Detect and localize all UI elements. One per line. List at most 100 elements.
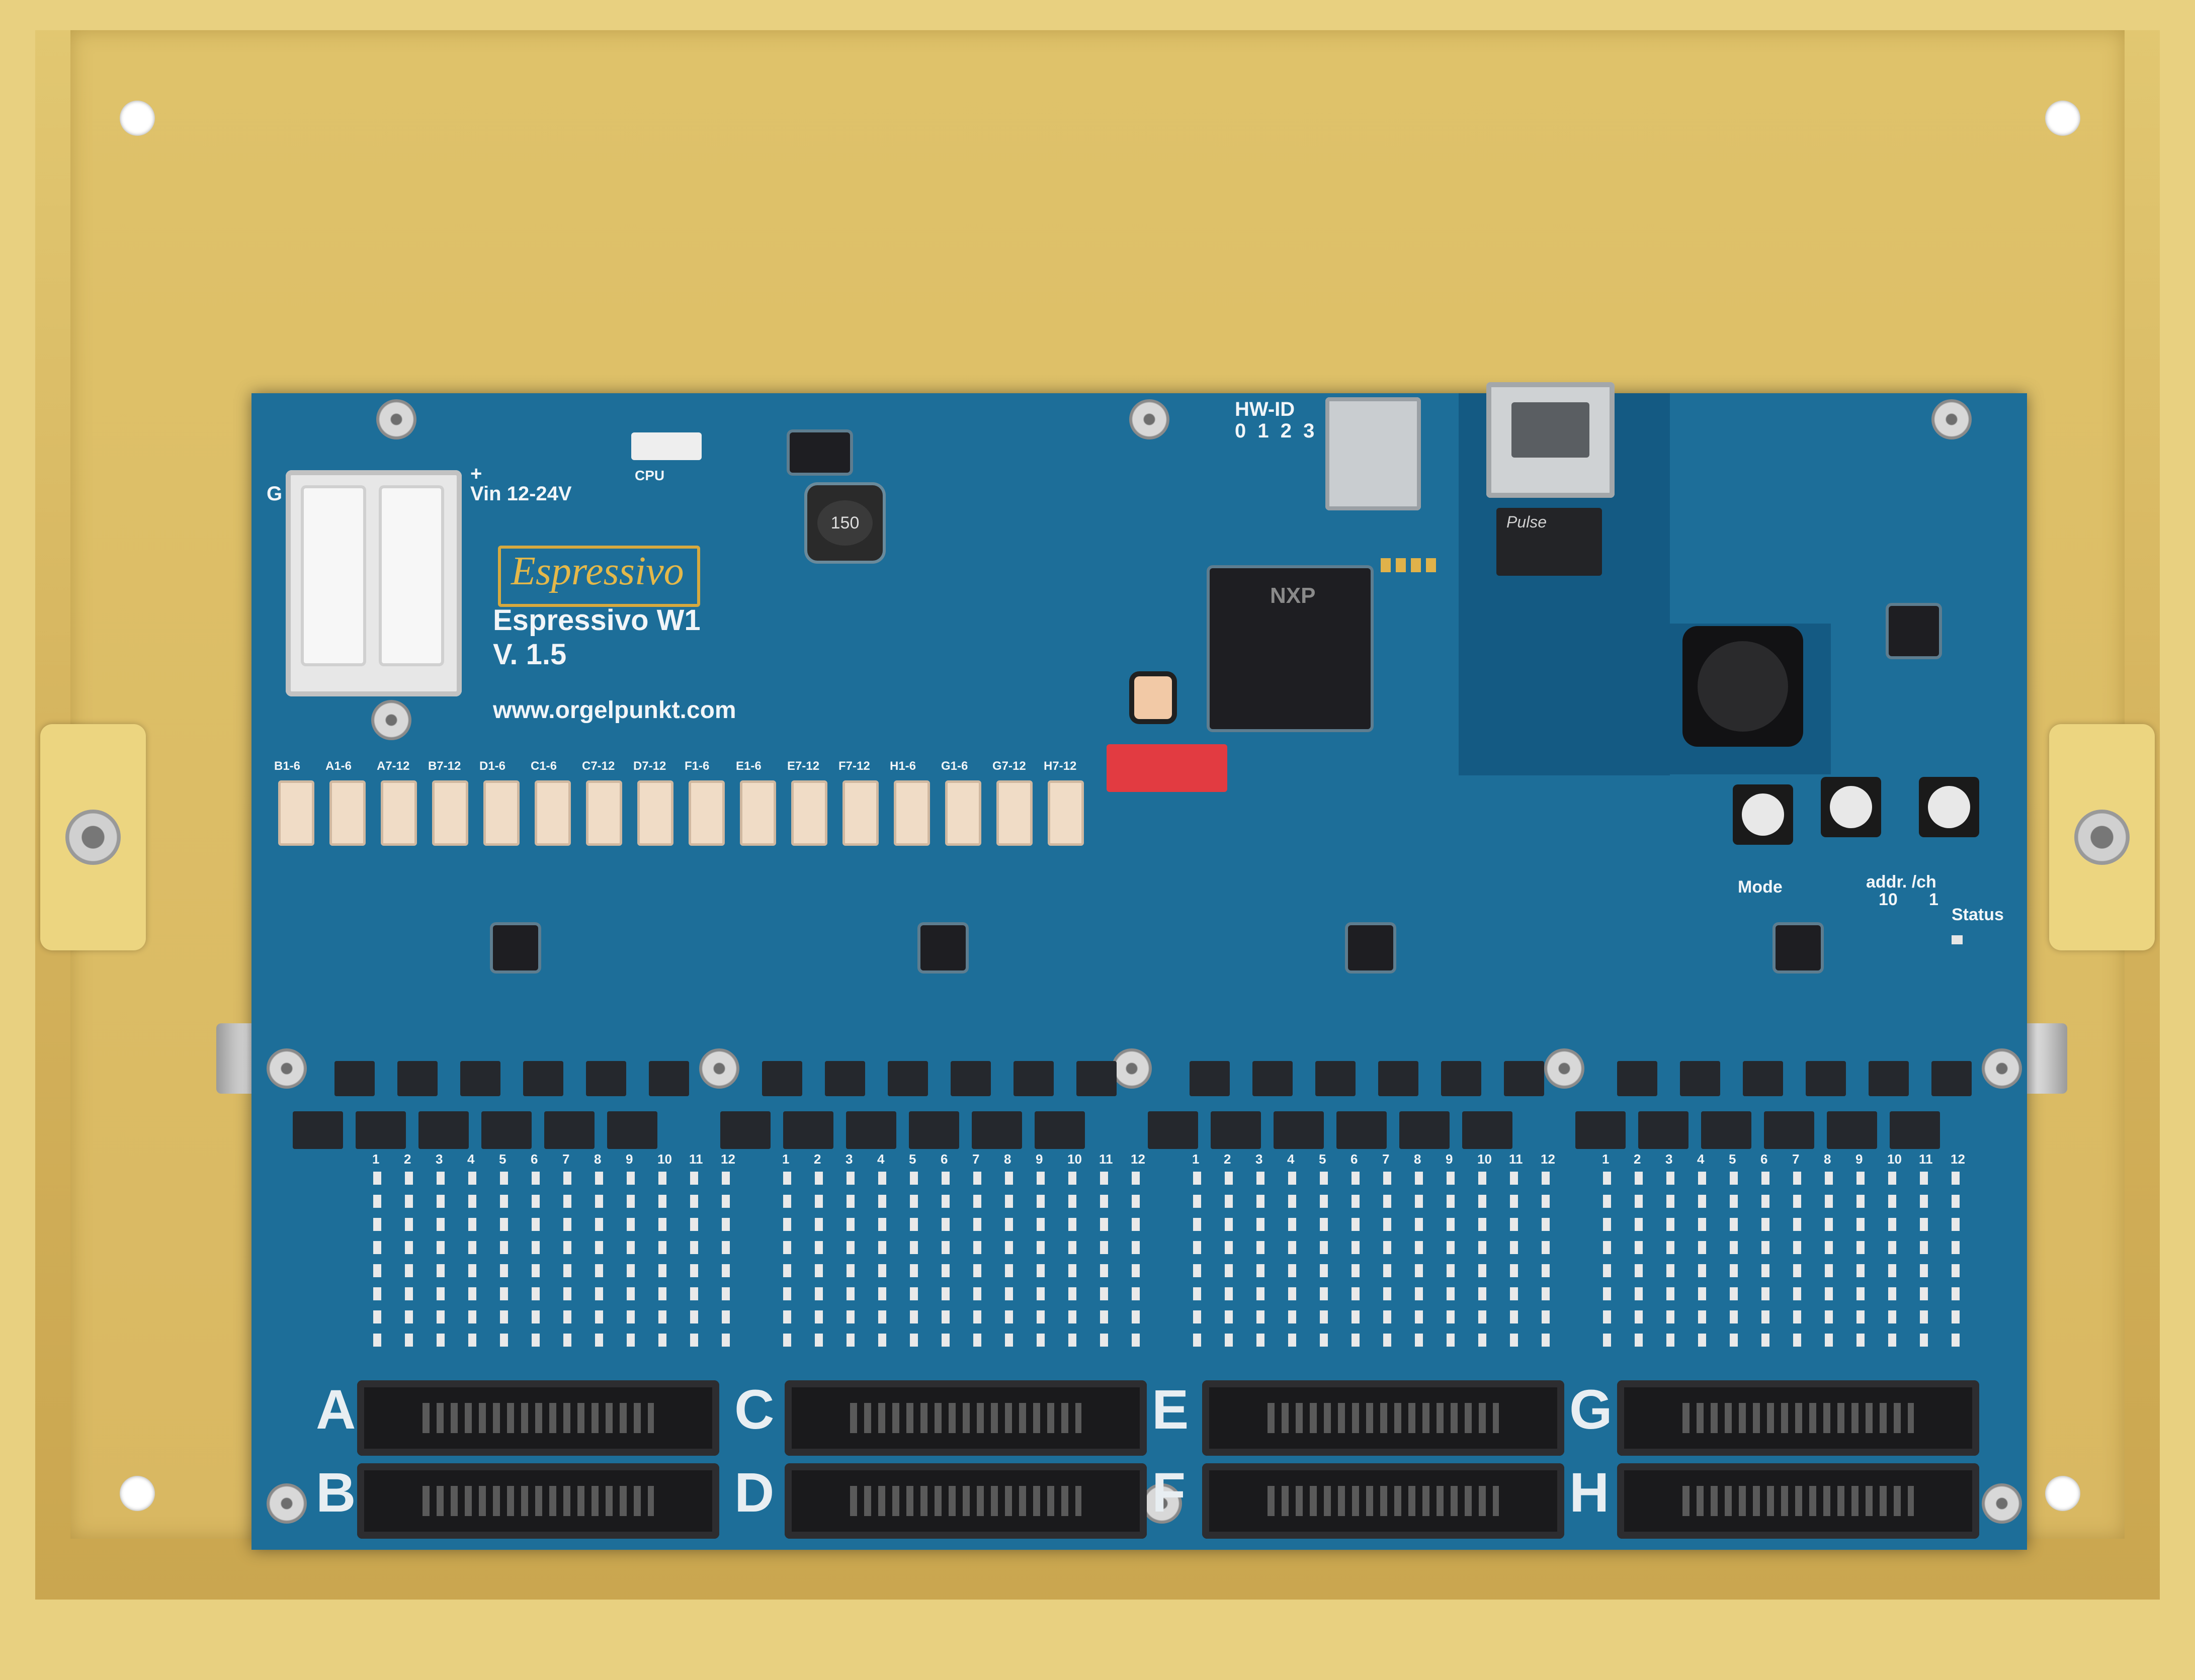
- pcb-screw: [699, 1048, 739, 1089]
- diode-column: [1193, 1172, 1201, 1353]
- ethernet-port[interactable]: [1486, 382, 1615, 498]
- pcb-screw: [1931, 399, 1972, 439]
- fuse-label: E7-12: [787, 759, 820, 773]
- pcb-screw: [1982, 1483, 2022, 1524]
- mount-hole-top-left: [120, 101, 155, 136]
- fuse: [586, 780, 622, 846]
- pin-number: 5: [1729, 1152, 1736, 1167]
- programming-header[interactable]: [1107, 744, 1227, 792]
- diode-column: [373, 1172, 381, 1353]
- fuse-label: D1-6: [479, 759, 506, 773]
- mosfet: [846, 1111, 896, 1149]
- diode-column: [1666, 1172, 1674, 1353]
- pin-number: 4: [877, 1152, 885, 1167]
- inductor-marking: 150: [817, 500, 873, 546]
- driver-chip: [1617, 1061, 1657, 1096]
- pin-number: 3: [436, 1152, 443, 1167]
- diode-column: [1635, 1172, 1643, 1353]
- hwid-label: HW-ID: [1235, 398, 1295, 420]
- driver-chip: [334, 1061, 375, 1096]
- mosfet: [1274, 1111, 1324, 1149]
- diode-column: [690, 1172, 698, 1353]
- diode-column: [1383, 1172, 1391, 1353]
- fuse-label: D7-12: [633, 759, 666, 773]
- fuse-label: F7-12: [838, 759, 870, 773]
- midi-socket-face: [1698, 641, 1788, 732]
- diode-column: [1478, 1172, 1486, 1353]
- diode-column: [1825, 1172, 1833, 1353]
- diode-column: [405, 1172, 413, 1353]
- pin-number: 1: [372, 1152, 380, 1167]
- pin-number: 7: [562, 1152, 570, 1167]
- diode-column: [437, 1172, 445, 1353]
- diode-column: [1888, 1172, 1896, 1353]
- rotary-dial[interactable]: [1928, 786, 1970, 828]
- diode-column: [1288, 1172, 1296, 1353]
- addr-10-rotary-switch[interactable]: [1821, 777, 1881, 837]
- terminal-lever[interactable]: [301, 485, 366, 666]
- pcb-screw: [267, 1483, 307, 1524]
- pin-number: 11: [1919, 1152, 1933, 1167]
- pin-number: 2: [1634, 1152, 1641, 1167]
- mosfet: [909, 1111, 959, 1149]
- diode-column: [500, 1172, 508, 1353]
- pin-number: 11: [1509, 1152, 1523, 1167]
- fuse-label: A1-6: [325, 759, 352, 773]
- midi-din-socket[interactable]: [1682, 626, 1803, 747]
- pcb-screw: [1142, 1483, 1182, 1524]
- driver-chip: [1076, 1061, 1117, 1096]
- pin-number: 10: [1067, 1152, 1082, 1167]
- pin-number: 10: [1477, 1152, 1492, 1167]
- driver-chip: [586, 1061, 626, 1096]
- addr-label: addr. /ch: [1866, 872, 1936, 892]
- pcb-screw: [267, 1048, 307, 1089]
- power-gnd-label: G: [267, 483, 283, 505]
- mode-rotary-switch[interactable]: [1733, 784, 1793, 845]
- mosfet: [1035, 1111, 1085, 1149]
- pcb-screw: [371, 700, 411, 740]
- mount-hole-bottom-right: [2045, 1476, 2080, 1511]
- diode-column: [1320, 1172, 1328, 1353]
- pin-number: 5: [909, 1152, 916, 1167]
- power-terminal-block[interactable]: [286, 470, 462, 696]
- fuse: [381, 780, 417, 846]
- pin-number: 7: [1792, 1152, 1800, 1167]
- pin-number: 7: [972, 1152, 980, 1167]
- reset-button[interactable]: [1134, 676, 1172, 719]
- pin-number: 10: [657, 1152, 672, 1167]
- pin-number: 2: [404, 1152, 411, 1167]
- addr-1-rotary-switch[interactable]: [1919, 777, 1979, 837]
- espressivo-logo: Espressivo: [511, 549, 684, 593]
- mosfet: [418, 1111, 469, 1149]
- terminal-lever[interactable]: [379, 485, 444, 666]
- pin-number: 4: [1697, 1152, 1705, 1167]
- fuse-label: B1-6: [274, 759, 301, 773]
- diode-column: [1510, 1172, 1518, 1353]
- shift-register-chip: [1776, 925, 1821, 970]
- pin-number: 8: [1414, 1152, 1421, 1167]
- bracket-nut: [65, 810, 121, 865]
- pin-number: 9: [1446, 1152, 1453, 1167]
- pin-number: 4: [1287, 1152, 1295, 1167]
- fuse: [894, 780, 930, 846]
- ethernet-magnetics: Pulse: [1496, 508, 1602, 576]
- pin-number: 11: [689, 1152, 703, 1167]
- driver-zone: [272, 915, 2012, 1167]
- diode-column: [1256, 1172, 1264, 1353]
- driver-chip: [460, 1061, 500, 1096]
- sd-card-slot[interactable]: [1325, 397, 1421, 510]
- rotary-dial[interactable]: [1830, 786, 1872, 828]
- rotary-dial[interactable]: [1742, 793, 1784, 836]
- pin-number: 8: [1824, 1152, 1831, 1167]
- mosfet: [481, 1111, 532, 1149]
- fuse-label: C7-12: [582, 759, 615, 773]
- pcb-screw: [1112, 1048, 1152, 1089]
- pin-number: 6: [531, 1152, 538, 1167]
- power-input-label: Vin 12-24V: [470, 483, 572, 505]
- regulator-chip: [790, 432, 850, 473]
- bracket-nut: [2074, 810, 2130, 865]
- fuse: [1048, 780, 1084, 846]
- diode-column: [783, 1172, 791, 1353]
